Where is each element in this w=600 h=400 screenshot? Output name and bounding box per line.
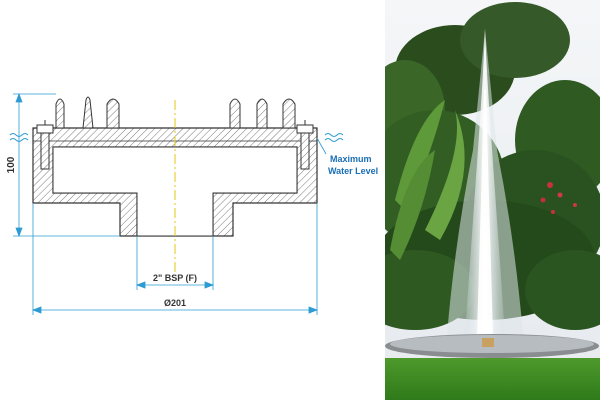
technical-drawing: Maximum Water Level 100 2" BSP (F) [6,92,378,315]
water-level-leader [316,137,327,155]
bolt-left [36,120,54,170]
diameter-dimension [31,203,319,315]
height-dimension-label: 100 [6,156,17,173]
water-level-label-line1: Maximum [330,154,372,164]
water-level-symbol-right [324,133,344,142]
lawn [385,358,600,400]
nozzle-group-right [229,98,296,129]
fountain-nozzle [482,338,494,347]
height-dimension [13,92,120,238]
nozzle-group-left [55,96,120,129]
bsp-dimension-label: 2" BSP (F) [153,273,197,283]
bsp-dimension [135,236,215,290]
diameter-dimension-label: Ø201 [164,298,186,308]
water-jet [447,28,523,335]
bolt-right [296,120,314,170]
water-level-label-line2: Water Level [328,166,378,176]
fountain-photo [385,0,600,400]
